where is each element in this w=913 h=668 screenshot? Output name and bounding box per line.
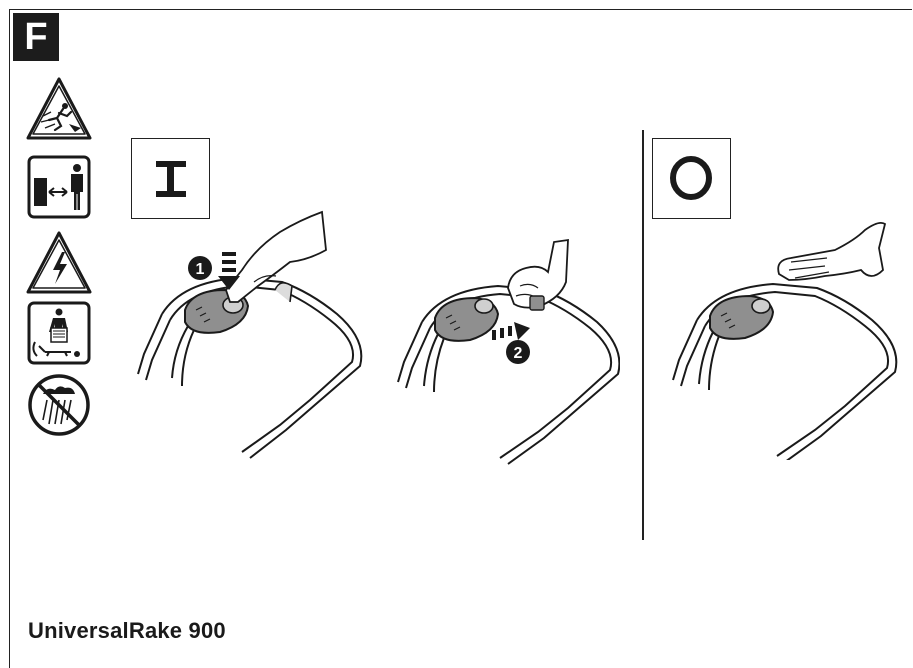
- step-2-label: 2: [514, 345, 523, 362]
- hand-gripping: [507, 238, 569, 311]
- hand-pressing: [224, 210, 327, 303]
- no-rain-icon: [28, 374, 90, 436]
- switch-off-symbol-box: [652, 138, 731, 219]
- page-frame: [9, 9, 912, 668]
- step-2-badge: [506, 340, 530, 364]
- step-1-label: 1: [196, 261, 205, 278]
- switch-housing: [434, 296, 500, 342]
- open-hand: [777, 221, 887, 281]
- figure-press-lockoff-button: 1: [137, 210, 363, 459]
- switch-on-symbol-box: [131, 138, 210, 219]
- handle-bar: [137, 276, 363, 459]
- section-badge: F: [13, 13, 59, 61]
- product-title: UniversalRake 900: [28, 618, 226, 643]
- press-arrow: [218, 252, 240, 290]
- handle-bar: [672, 282, 898, 460]
- figure-pull-switch-lever: 2: [397, 238, 620, 465]
- switch-housing: [709, 294, 775, 340]
- power-on-symbol-icon: [156, 161, 186, 197]
- power-off-symbol-icon: [670, 156, 712, 200]
- electric-shock-warning-icon: [26, 231, 92, 294]
- warning-thrown-objects-icon: [26, 77, 92, 140]
- step-1-badge: [188, 256, 212, 280]
- handle-bar: [397, 284, 620, 465]
- section-divider: [642, 130, 644, 540]
- figure-release-switch-off: [672, 221, 898, 460]
- keep-distance-icon: [27, 155, 91, 219]
- pull-arrow: [492, 322, 530, 340]
- read-manual-icon: [27, 301, 91, 365]
